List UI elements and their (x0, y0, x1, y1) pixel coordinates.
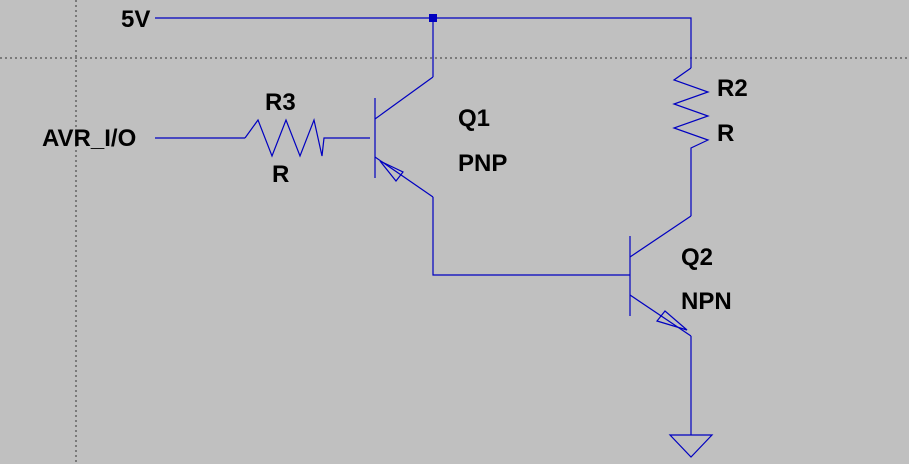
junction-dot (429, 14, 437, 22)
q1-type-label: PNP (458, 150, 507, 177)
q1-ref-label: Q1 (458, 105, 490, 132)
r2-ref-label: R2 (717, 75, 748, 102)
ground-symbol (668, 434, 714, 458)
r2-value-label: R (717, 120, 734, 147)
supply-rail-wire[interactable] (155, 17, 692, 68)
resistor-r3[interactable] (244, 117, 370, 158)
r3-value-label: R (272, 161, 289, 188)
q2-emitter-arrow (655, 310, 688, 331)
resistor-r2[interactable] (672, 67, 710, 216)
supply-net-label: 5V (121, 6, 150, 33)
r3-ref-label: R3 (265, 89, 296, 116)
input-net-label: AVR_I/O (42, 125, 136, 152)
transistor-q1[interactable] (374, 76, 434, 198)
q1-emitter-arrow (379, 160, 404, 182)
q1-to-q2-wire[interactable] (432, 197, 630, 276)
q2-type-label: NPN (681, 288, 732, 315)
q2-ref-label: Q2 (681, 244, 713, 271)
transistor-q2[interactable] (629, 215, 692, 337)
